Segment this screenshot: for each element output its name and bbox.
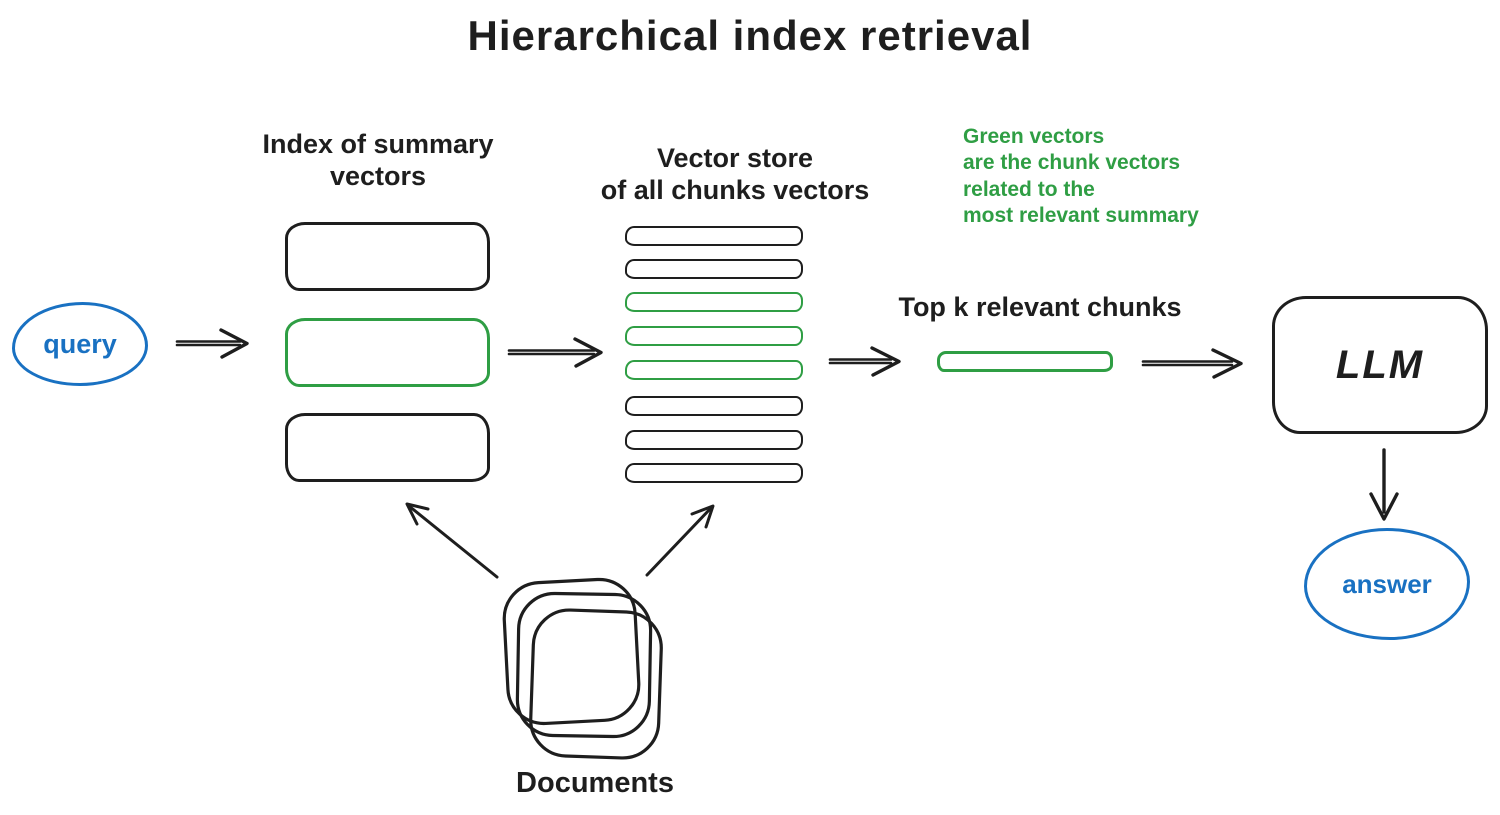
llm-label: LLM: [1335, 342, 1425, 387]
vector-store-group: [625, 226, 803, 484]
arrow-llm-to-answer: [1369, 448, 1399, 521]
summary-vector-box: [285, 413, 490, 482]
query-node: query: [12, 302, 148, 386]
summary-index-group: [285, 222, 490, 483]
chunk-vector-row-selected: [625, 360, 803, 380]
chunk-vector-row: [625, 430, 803, 450]
green-vectors-note: Green vectors are the chunk vectors rela…: [963, 125, 1199, 228]
answer-label: answer: [1342, 568, 1432, 599]
documents-stack-icon: [502, 577, 663, 760]
chunk-vector-row: [625, 259, 803, 279]
llm-node: LLM: [1272, 296, 1488, 434]
chunk-vector-row: [625, 463, 803, 483]
arrow-index-to-vector-store: [507, 337, 603, 368]
answer-node: answer: [1304, 528, 1470, 640]
summary-vector-box-selected: [285, 318, 490, 387]
arrow-vector-store-to-chunk: [828, 346, 901, 377]
query-label: query: [43, 328, 117, 359]
top-k-label: Top k relevant chunks: [898, 292, 1182, 322]
top-k-chunk-bar: [937, 351, 1113, 372]
documents-label: Documents: [516, 767, 674, 799]
arrow-documents-to-vector-store: [645, 504, 715, 577]
arrow-documents-to-index: [405, 502, 499, 579]
chunk-vector-row-selected: [625, 292, 803, 312]
summary-vector-box: [285, 222, 490, 291]
arrow-query-to-index: [175, 328, 249, 359]
chunk-vector-row: [625, 396, 803, 416]
vector-store-label: Vector store of all chunks vectors: [600, 143, 870, 206]
summary-index-label: Index of summary vectors: [262, 129, 494, 192]
diagram-title: Hierarchical index retrieval: [467, 12, 1033, 59]
arrow-chunk-to-llm: [1141, 348, 1243, 379]
chunk-vector-row: [625, 226, 803, 246]
chunk-vector-row-selected: [625, 326, 803, 346]
